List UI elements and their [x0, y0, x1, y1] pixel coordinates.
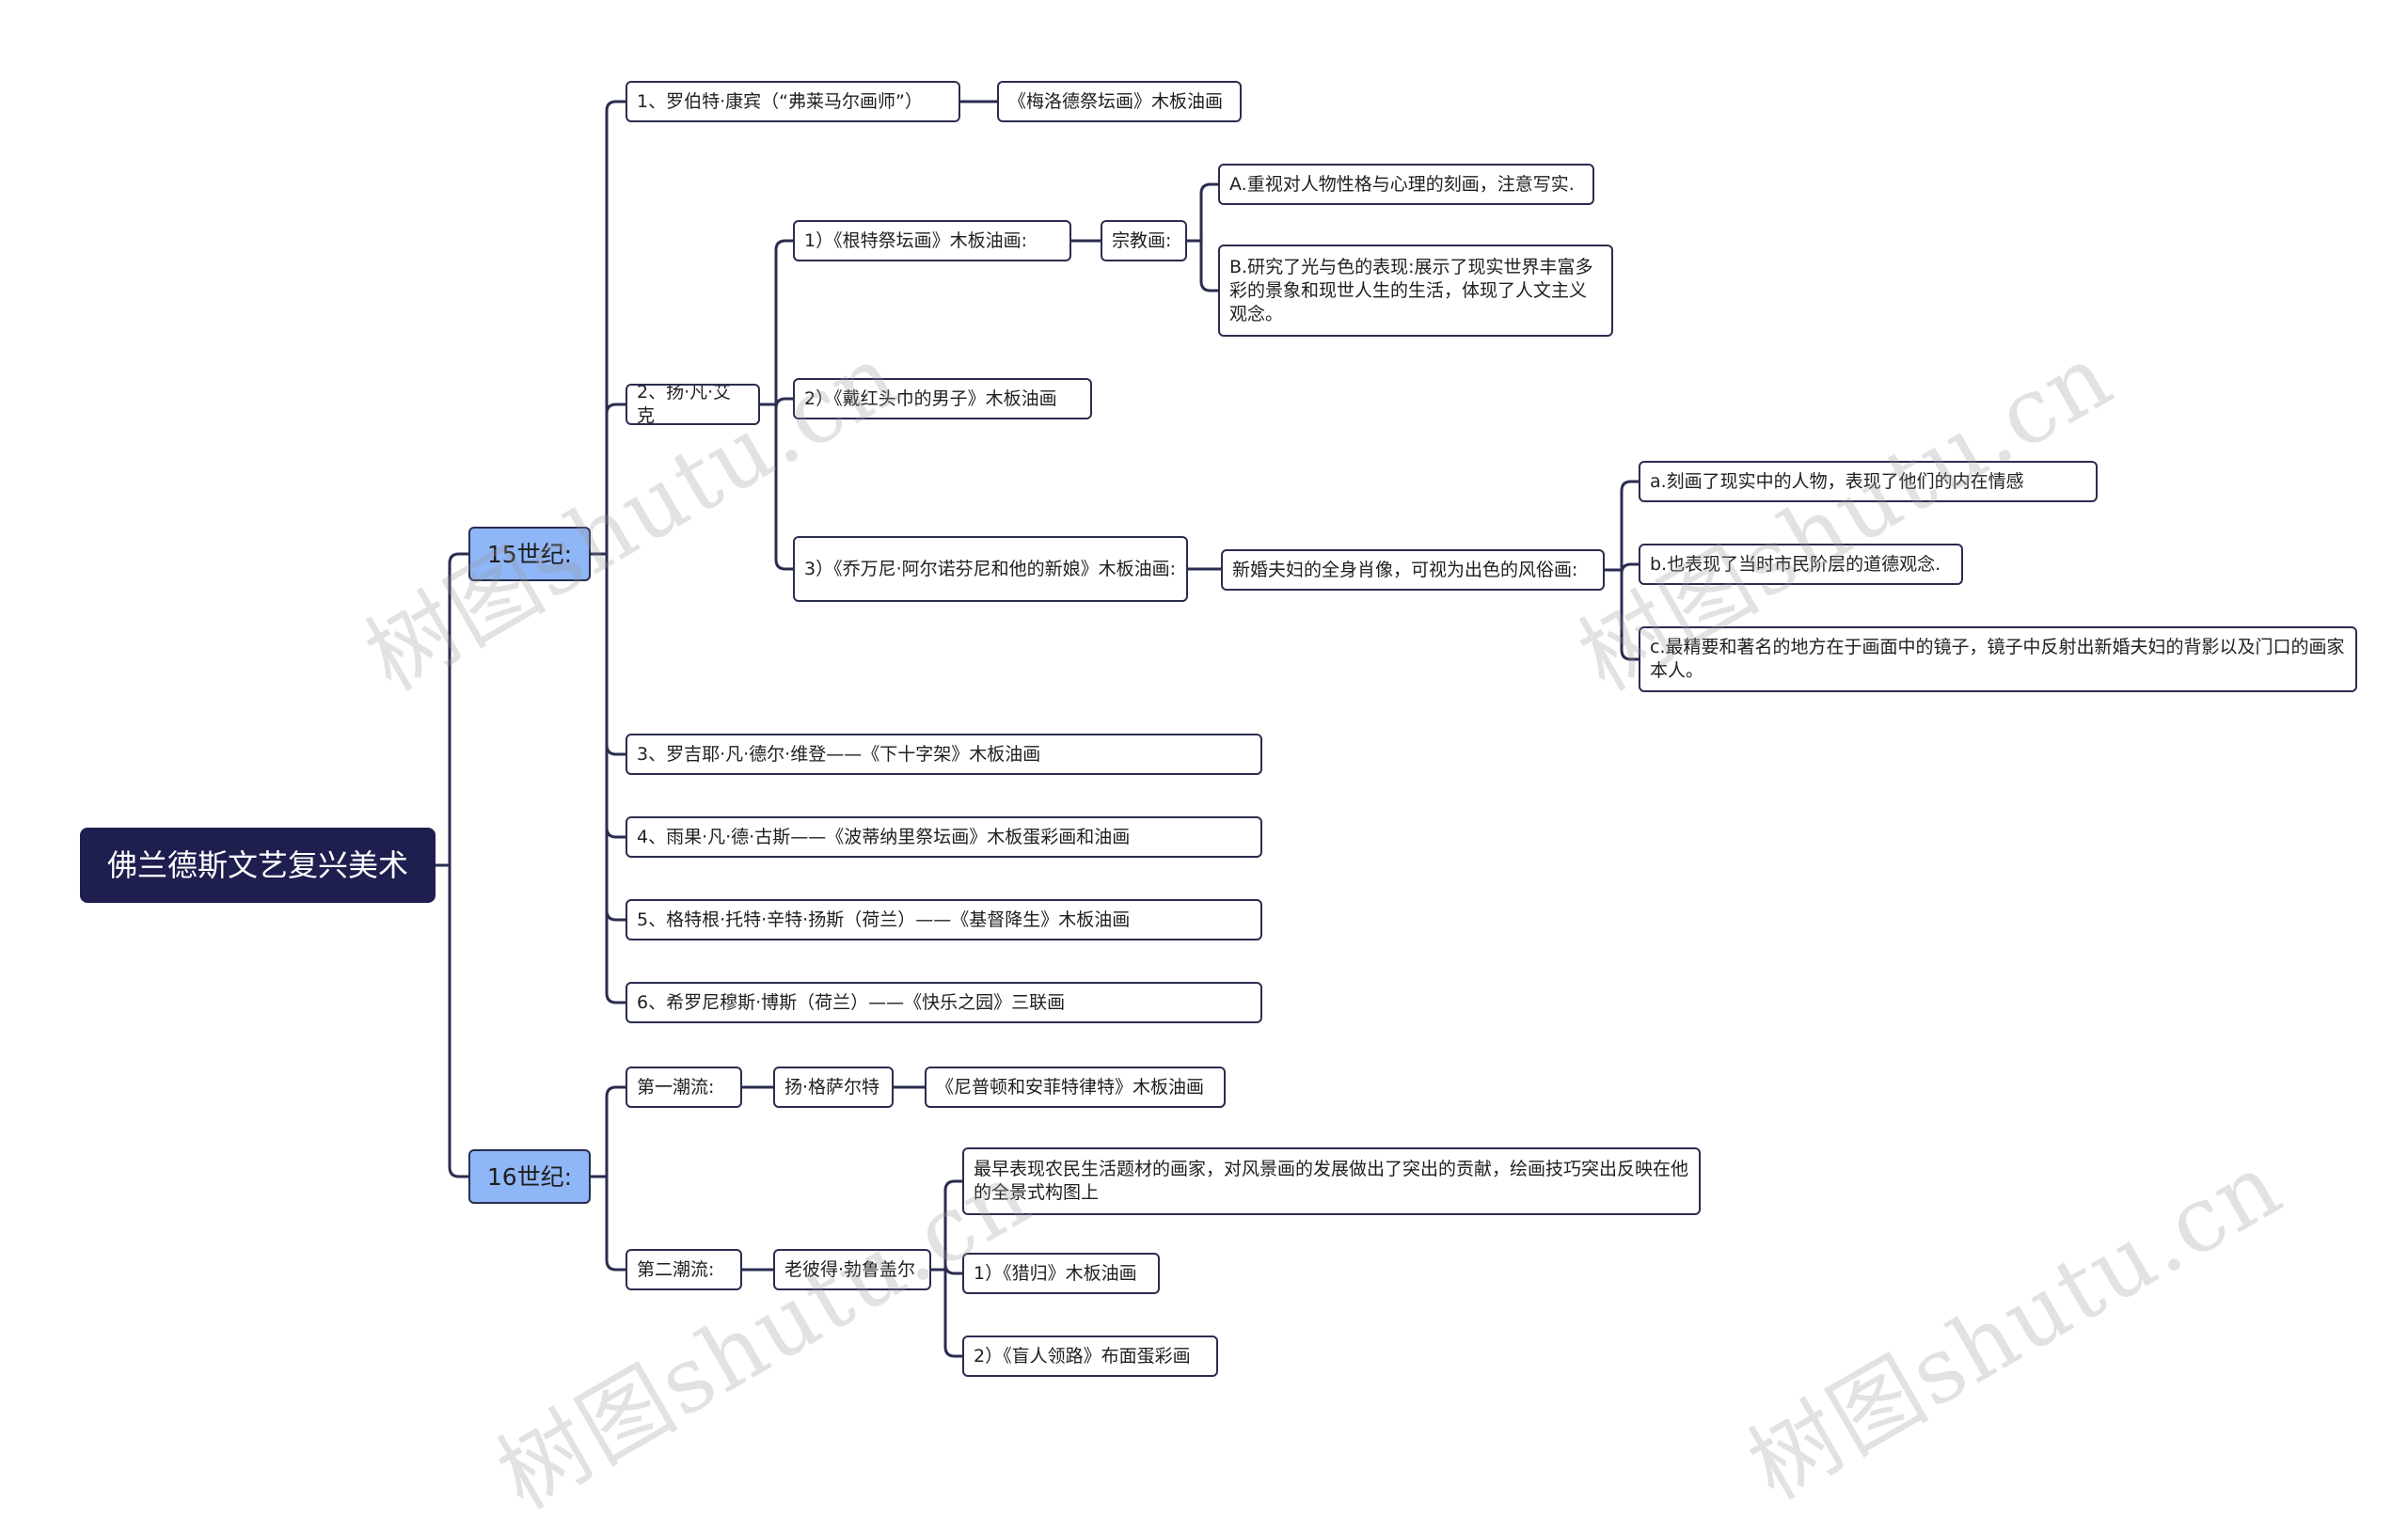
- connector: [605, 554, 626, 922]
- connector: [774, 239, 793, 404]
- root-topic[interactable]: 佛兰德斯文艺复兴美术: [80, 828, 436, 903]
- topic-ghent-point-a[interactable]: A.重视对人物性格与心理的刻画，注意写实.: [1218, 164, 1594, 205]
- connector: [774, 404, 793, 571]
- topic-jan-van-eyck[interactable]: 2、扬·凡·艾克: [626, 384, 760, 425]
- connector: [605, 554, 626, 1004]
- topic-arnolfini-point-a[interactable]: a.刻画了现实中的人物，表现了他们的内在情感: [1639, 461, 2098, 502]
- connector: [605, 554, 626, 756]
- connector: [1199, 182, 1218, 241]
- topic-ghent-altarpiece[interactable]: 1）《根特祭坛画》木板油画:: [793, 220, 1071, 261]
- connector: [943, 1179, 962, 1270]
- topic-hugo-van-der-goes[interactable]: 4、雨果·凡·德·古斯——《波蒂纳里祭坛画》木板蛋彩画和油画: [626, 816, 1262, 858]
- topic-pieter-bruegel[interactable]: 老彼得·勃鲁盖尔: [773, 1249, 931, 1290]
- connector: [605, 1177, 626, 1272]
- connector: [1620, 562, 1639, 575]
- topic-second-trend[interactable]: 第二潮流:: [626, 1249, 742, 1290]
- connector: [605, 100, 626, 554]
- connector: [448, 552, 468, 865]
- topic-ghent-point-b[interactable]: B.研究了光与色的表现:展示了现实世界丰富多彩的景象和现世人生的生活，体现了人文…: [1218, 245, 1613, 337]
- topic-bruegel-description[interactable]: 最早表现农民生活题材的画家，对风景画的发展做出了突出的贡献，绘画技巧突出反映在他…: [962, 1147, 1701, 1215]
- connector: [1620, 570, 1639, 661]
- topic-arnolfini-point-c[interactable]: c.最精要和著名的地方在于画面中的镜子，镜子中反射出新婚夫妇的背影以及门口的画家…: [1639, 626, 2357, 692]
- topic-first-trend[interactable]: 第一潮流:: [626, 1067, 742, 1108]
- connector-lines: [436, 100, 1639, 1358]
- connector: [943, 1270, 962, 1358]
- topic-jan-gossaert[interactable]: 扬·格萨尔特: [773, 1067, 894, 1108]
- topic-neptune-amphitrite[interactable]: 《尼普顿和安菲特律特》木板油画: [925, 1067, 1226, 1108]
- connector: [943, 1263, 962, 1275]
- topic-hieronymus-bosch[interactable]: 6、希罗尼穆斯·博斯（荷兰）——《快乐之园》三联画: [626, 982, 1262, 1023]
- topic-merode-altarpiece[interactable]: 《梅洛德祭坛画》木板油画: [997, 81, 1242, 122]
- topic-rogier-van-der-weyden[interactable]: 3、罗吉耶·凡·德尔·维登——《下十字架》木板油画: [626, 734, 1262, 775]
- topic-arnolfini-point-b[interactable]: b.也表现了当时市民阶层的道德观念.: [1639, 544, 1963, 585]
- connector: [1199, 241, 1218, 292]
- connector: [1620, 480, 1639, 570]
- topic-man-in-red-turban[interactable]: 2）《戴红头巾的男子》木板油画: [793, 378, 1092, 419]
- topic-arnolfini-portrait[interactable]: 3）《乔万尼·阿尔诺芬尼和他的新娘》木板油画:: [793, 536, 1188, 602]
- topic-religious-painting[interactable]: 宗教画:: [1101, 220, 1187, 261]
- topic-blind-leading-blind[interactable]: 2）《盲人领路》布面蛋彩画: [962, 1335, 1218, 1377]
- topic-full-length-portrait[interactable]: 新婚夫妇的全身肖像，可视为出色的风俗画:: [1221, 549, 1605, 591]
- topic-geertgen-tot-sint-jans[interactable]: 5、格特根·托特·辛特·扬斯（荷兰）——《基督降生》木板油画: [626, 899, 1262, 940]
- connector: [605, 403, 626, 554]
- connector: [605, 1085, 626, 1177]
- connector: [774, 397, 793, 409]
- topic-16th-century[interactable]: 16世纪:: [468, 1149, 591, 1204]
- topic-hunters-in-the-snow[interactable]: 1）《猎归》木板油画: [962, 1253, 1160, 1294]
- topic-15th-century[interactable]: 15世纪:: [468, 527, 591, 581]
- connector: [448, 865, 468, 1178]
- connector: [605, 554, 626, 839]
- topic-robert-campin[interactable]: 1、罗伯特·康宾（“弗莱马尔画师”）: [626, 81, 960, 122]
